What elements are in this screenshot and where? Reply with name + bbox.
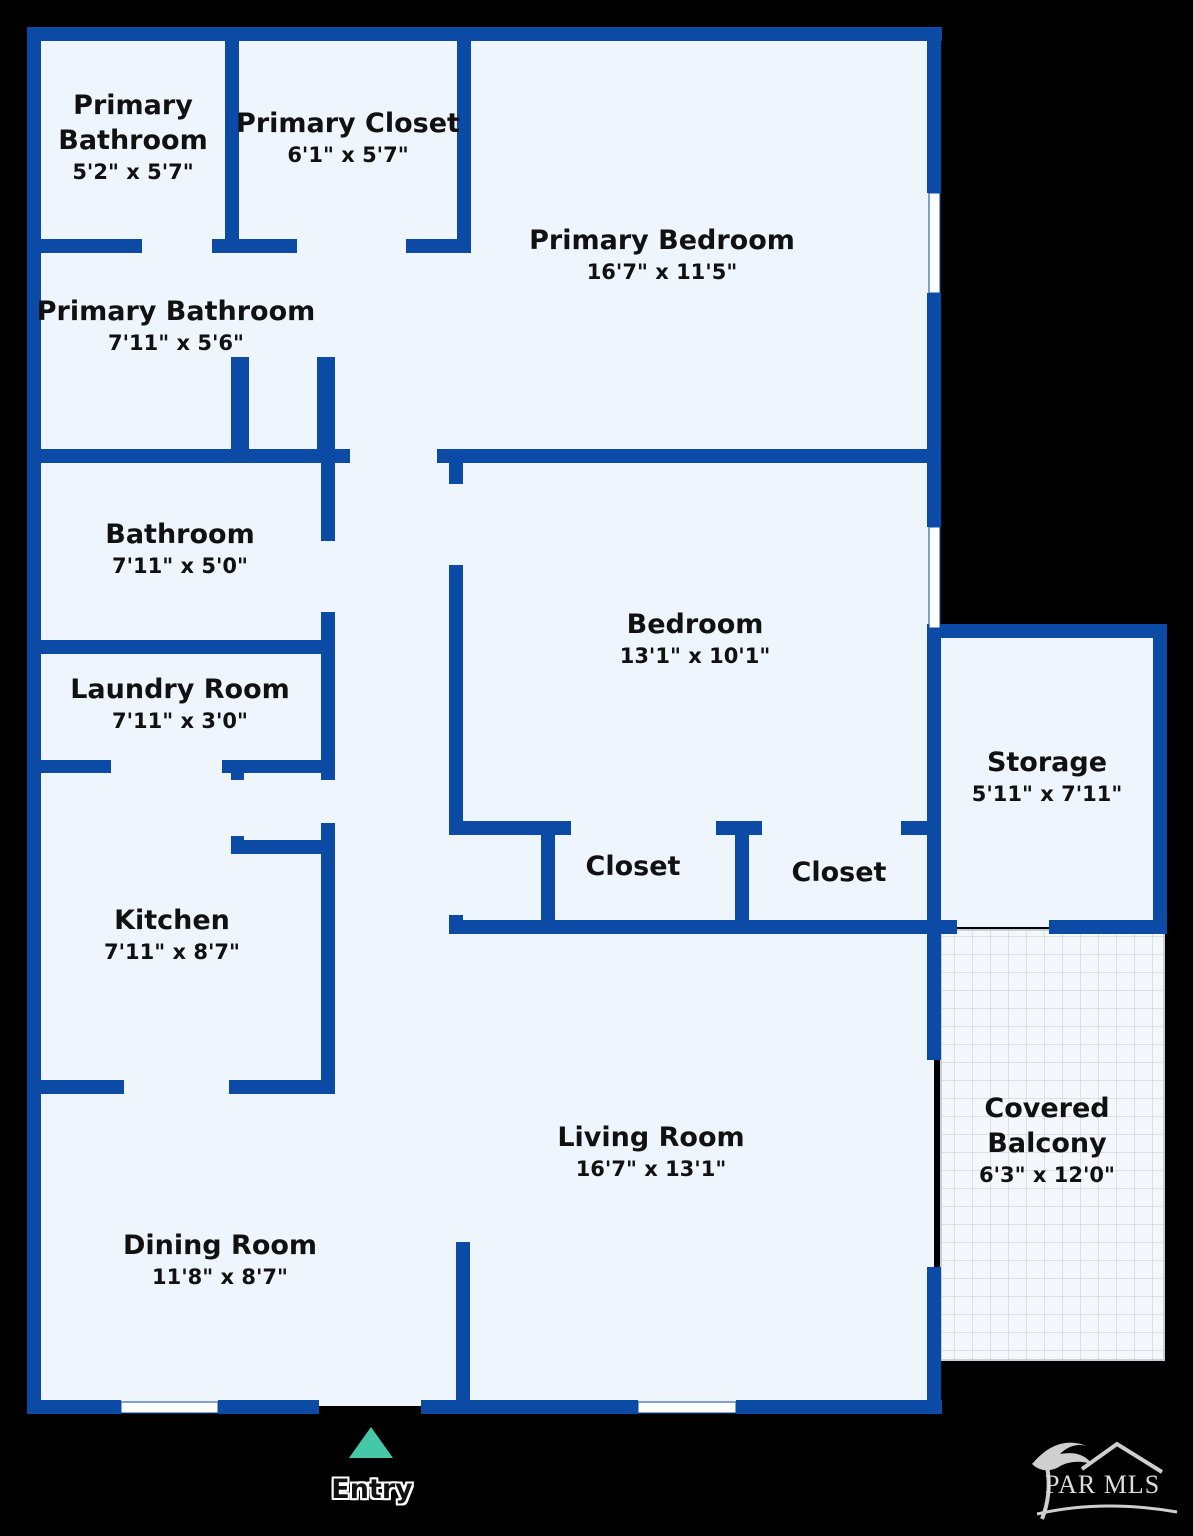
- entry-arrow-icon: [349, 1427, 393, 1458]
- room-dimensions: 11'8" x 8'7": [152, 1265, 288, 1289]
- room-dimensions: 7'11" x 8'7": [104, 940, 240, 964]
- room-dimensions: 6'3" x 12'0": [979, 1163, 1115, 1187]
- entry-label: Entry: [331, 1474, 413, 1505]
- room-name: Bedroom: [626, 609, 764, 640]
- room-name: Storage: [986, 747, 1108, 778]
- room-name: Closet: [585, 851, 681, 882]
- room-label-primary-bedroom: Primary Bedroom 16'7" x 11'5": [529, 223, 795, 286]
- room-dimensions: 16'7" x 11'5": [586, 260, 738, 284]
- room-name: Laundry Room: [70, 674, 290, 705]
- room-label-primary-closet: Primary Closet 6'1" x 5'7": [236, 106, 460, 169]
- room-label-primary-bathroom: Primary Bathroom 7'11" x 5'6": [37, 294, 316, 357]
- room-dimensions: 6'1" x 5'7": [287, 143, 409, 167]
- room-dimensions: 5'11" x 7'11": [971, 782, 1123, 806]
- logo-icon: [1032, 1441, 1178, 1520]
- room-name: Balcony: [987, 1128, 1107, 1159]
- room-dimensions: 5'2" x 5'7": [72, 160, 194, 184]
- room-label-primary-bathroom-small: Primary Bathroom 5'2" x 5'7": [58, 88, 207, 186]
- room-label-bathroom: Bathroom 7'11" x 5'0": [105, 517, 254, 580]
- logo-text: PAR MLS: [1045, 1470, 1161, 1499]
- room-label-living-room: Living Room 16'7" x 13'1": [557, 1120, 744, 1183]
- main-floor: [34, 34, 934, 1406]
- walls: [27, 27, 1167, 1414]
- storage-floor: [934, 631, 1160, 927]
- room-label-dining-room: Dining Room 11'8" x 8'7": [123, 1228, 317, 1291]
- windows: [120, 192, 941, 1414]
- room-name: Closet: [791, 857, 887, 888]
- room-label-storage: Storage 5'11" x 7'11": [972, 745, 1123, 808]
- room-name: Primary: [73, 90, 193, 121]
- room-dimensions: 7'11" x 5'0": [112, 554, 248, 578]
- room-name: Primary Closet: [236, 108, 460, 139]
- room-name: Living Room: [557, 1122, 745, 1153]
- room-dimensions: 16'7" x 13'1": [575, 1157, 727, 1181]
- room-name: Bathroom: [58, 125, 208, 156]
- room-dimensions: 13'1" x 10'1": [619, 644, 771, 668]
- room-name: Primary Bathroom: [36, 296, 316, 327]
- room-dimensions: 7'11" x 5'6": [108, 331, 244, 355]
- room-name: Bathroom: [105, 519, 255, 550]
- balcony-floor: [940, 929, 1165, 1361]
- room-name: Covered: [984, 1093, 1110, 1124]
- room-name: Primary Bedroom: [529, 225, 795, 256]
- room-label-laundry-room: Laundry Room 7'11" x 3'0": [70, 672, 290, 735]
- room-label-kitchen: Kitchen 7'11" x 8'7": [104, 903, 240, 966]
- room-label-closet-1: Closet: [586, 849, 681, 884]
- room-dimensions: 7'11" x 3'0": [112, 709, 248, 733]
- room-name: Dining Room: [122, 1230, 318, 1261]
- room-name: Kitchen: [114, 905, 230, 936]
- room-label-closet-2: Closet: [792, 855, 887, 890]
- room-label-bedroom: Bedroom 13'1" x 10'1": [620, 607, 771, 670]
- room-label-covered-balcony: Covered Balcony 6'3" x 12'0": [979, 1091, 1115, 1189]
